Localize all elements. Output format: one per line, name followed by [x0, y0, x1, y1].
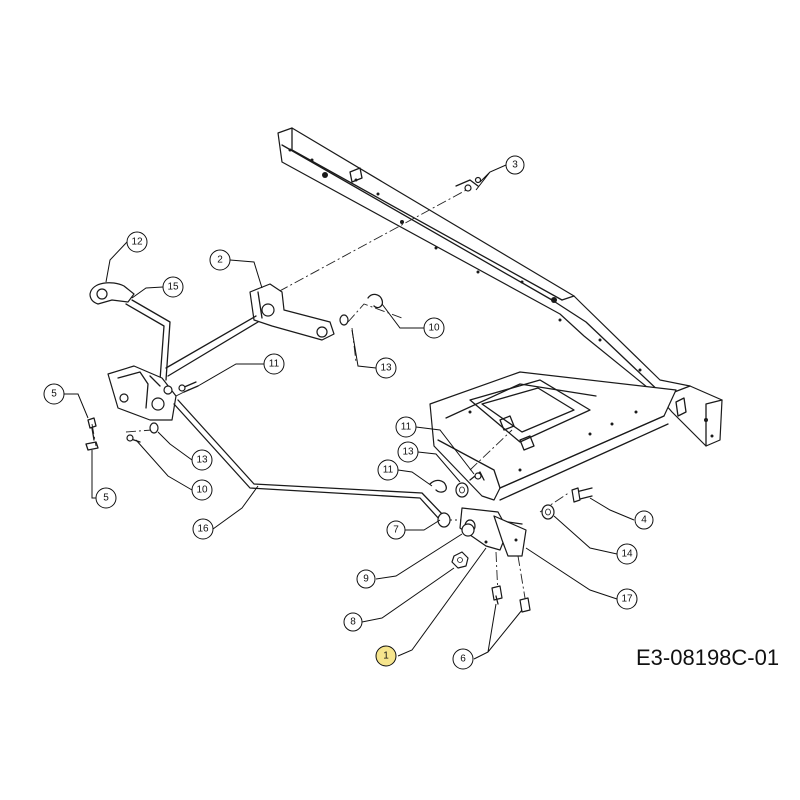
callout-9: 9: [356, 569, 376, 589]
svg-text:6: 6: [460, 654, 466, 665]
svg-text:13: 13: [380, 363, 392, 374]
callout-1: 1: [375, 645, 397, 667]
svg-text:11: 11: [383, 465, 394, 476]
callout-8: 8: [343, 612, 363, 632]
svg-text:10: 10: [428, 323, 440, 334]
callout-14: 14: [616, 543, 638, 565]
svg-text:15: 15: [167, 282, 179, 293]
lift-arm: [249, 283, 335, 341]
callout-5-upper: 5: [43, 383, 65, 405]
svg-text:11: 11: [269, 359, 280, 370]
callout-15: 15: [162, 276, 184, 298]
svg-text:5: 5: [51, 389, 57, 400]
callout-11-upper: 11: [263, 353, 285, 375]
svg-text:1: 1: [383, 651, 389, 662]
callout-13-upper: 13: [375, 357, 397, 379]
svg-text:12: 12: [131, 237, 143, 248]
callout-16: 16: [192, 518, 214, 540]
callout-13-left: 13: [191, 449, 213, 471]
svg-text:4: 4: [641, 515, 647, 526]
callout-4: 4: [634, 510, 654, 530]
callout-10-upper: 10: [423, 317, 445, 339]
svg-text:11: 11: [401, 422, 412, 433]
callout-11-right-upper: 11: [395, 416, 417, 438]
svg-text:17: 17: [621, 594, 633, 605]
svg-text:2: 2: [217, 255, 223, 266]
seat-plate: [429, 371, 677, 501]
callout-11-right-lower: 11: [377, 459, 399, 481]
hardware: [85, 176, 593, 613]
svg-text:9: 9: [363, 574, 369, 585]
callout-7: 7: [386, 520, 406, 540]
svg-text:10: 10: [196, 485, 208, 496]
svg-text:16: 16: [197, 524, 209, 535]
svg-text:3: 3: [512, 160, 518, 171]
svg-text:5: 5: [103, 493, 109, 504]
pivot-bracket: [107, 365, 177, 421]
callout-2: 2: [209, 249, 231, 271]
svg-text:13: 13: [196, 455, 208, 466]
svg-text:8: 8: [350, 617, 356, 628]
callout-12: 12: [126, 231, 148, 253]
link-rod: [173, 399, 445, 521]
callout-10-left: 10: [191, 479, 213, 501]
drawing-number: E3-08198C-01: [636, 645, 780, 670]
svg-text:13: 13: [402, 447, 414, 458]
callout-5-lower: 5: [95, 487, 117, 509]
callout-6: 6: [452, 648, 474, 670]
callout-17: 17: [616, 588, 638, 610]
callout-3: 3: [505, 155, 525, 175]
svg-text:7: 7: [393, 525, 399, 536]
frame-rail: [277, 127, 723, 447]
callout-13-right: 13: [397, 441, 419, 463]
lift-handle: [89, 282, 259, 381]
leader-lines: [64, 164, 635, 660]
svg-text:14: 14: [621, 549, 633, 560]
